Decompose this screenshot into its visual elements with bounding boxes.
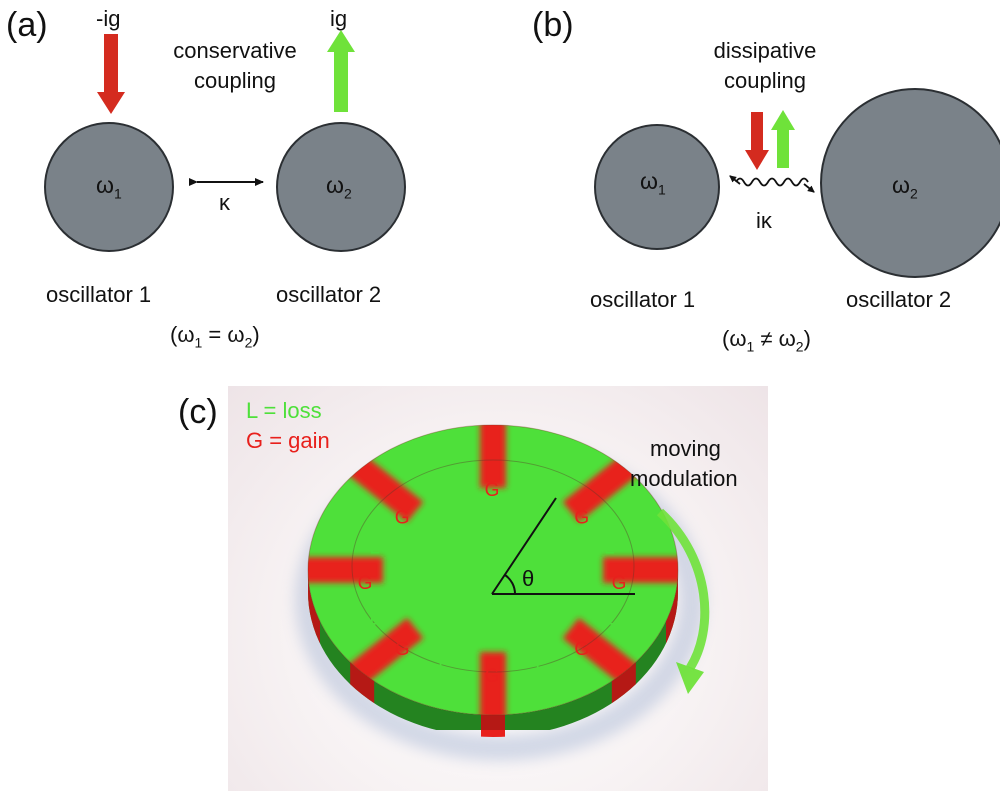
panel-c-label: (c) [178,393,218,431]
ring-letter-loss: L [535,659,546,680]
oscillator-2-label-a: oscillator 2 [276,282,382,307]
conservative-coupling-line2: coupling [194,68,276,93]
ring-letter-gain: G [612,573,627,594]
ring-letter-loss: L [438,487,449,508]
moving-modulation-arrow-shaft [656,508,710,671]
oscillator-2-circle-b [820,88,1000,278]
ring-letter-loss: L [438,659,449,680]
green-arrow-head-a [327,30,355,52]
omega1-label-a: ω1 [96,172,122,202]
green-arrow-head-b [771,110,795,130]
ring-letter-gain: G [485,480,500,501]
oscillator-2-circle-a [276,122,406,252]
angle-arc [504,574,517,595]
ring-top-face [308,425,678,715]
wavy-coupling-line-b [735,177,809,187]
dissipative-coupling-line1: dissipative [713,38,817,63]
moving-modulation-line2: modulation [630,466,738,491]
wavy-arrow-left-b [729,175,741,185]
arrow-ig-label: ig [330,6,348,31]
ring-outer-edge [307,424,679,716]
legend-loss: L = loss [246,398,322,423]
panel-b-label: (b) [532,6,574,44]
oscillator-1-circle-b [594,124,720,250]
frequency-condition-b: (ω1 ≠ ω2) [722,326,811,355]
frequency-condition-a: (ω1 = ω2) [170,322,260,351]
red-arrow-shaft-b [751,112,763,152]
ring-letter-loss: L [604,537,615,558]
ring-letter-loss: L [604,609,615,630]
dissipative-coupling-line2: coupling [724,68,806,93]
ring-letter-loss: L [369,609,380,630]
ring-letter-gain: G [395,507,410,528]
oscillator-2-label-b: oscillator 2 [846,287,952,312]
ring-letter-loss: L [535,487,546,508]
omega2-label-b: ω2 [892,172,918,202]
green-arrow-shaft-b [777,128,789,168]
oscillator-1-label-a: oscillator 1 [46,282,152,307]
red-arrow-head-a [97,92,125,114]
ring-letter-gain: G [574,507,589,528]
wavy-arrow-right-b [803,183,815,193]
gain-loss-arrows-a [97,30,355,114]
ring-letter-loss: L [369,537,380,558]
moving-modulation-line1: moving [650,436,721,461]
angle-radius-line [491,497,557,595]
moving-modulation-arrow-head [676,662,704,694]
ring-letter-gain: G [485,666,500,687]
red-arrow-head-b [745,150,769,170]
ring-letter-gain: G [574,639,589,660]
oscillator-1-label-b: oscillator 1 [590,287,696,312]
ring-letter-gain: G [358,573,373,594]
omega1-label-b: ω1 [640,168,666,198]
kappa-label-a: κ [219,190,230,215]
arrow-minus-ig-label: -ig [96,6,121,31]
panel-a-label: (a) [6,6,48,44]
i-kappa-label-b: iκ [756,208,772,233]
conservative-coupling-line1: conservative [173,38,297,63]
ring-inner-edge [351,459,635,673]
omega2-label-a: ω2 [326,172,352,202]
legend-gain: G = gain [246,428,330,453]
angle-theta-label: θ [522,566,535,591]
oscillator-1-circle-a [44,122,174,252]
ring-letter-gain: G [395,639,410,660]
green-arrow-shaft-a [334,50,348,112]
red-arrow-shaft-a [104,34,118,94]
gain-loss-arrows-b [745,110,795,170]
